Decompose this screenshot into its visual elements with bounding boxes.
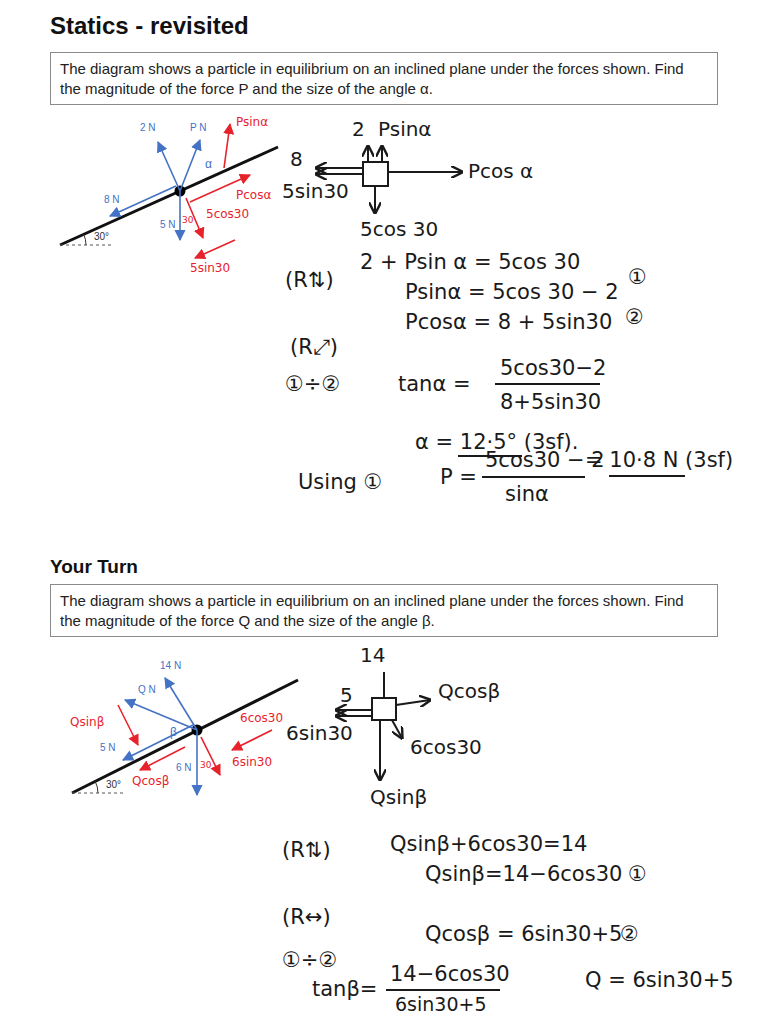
angle-label: 30° [94, 231, 109, 243]
working-text: Qcosβ [438, 680, 500, 703]
working-text: 14−6cos30 [390, 962, 510, 986]
working-text: tanα = [398, 372, 471, 396]
component-label: 5cos30 [206, 208, 249, 222]
working-marks [386, 384, 685, 990]
working-text: Qsinβ [370, 786, 427, 809]
force-label: 14 N [160, 660, 181, 672]
component-label: 6sin30 [232, 756, 272, 770]
page-title: Statics - revisited [50, 12, 249, 40]
force-label: P N [190, 122, 207, 134]
force-arrows [110, 140, 200, 240]
component-label: Psinα [236, 116, 268, 130]
angle-label: 30° [106, 779, 121, 791]
working-text: (R⇅) [285, 268, 334, 292]
component-label: Pcosα [236, 189, 271, 203]
force-label: 6 N [176, 762, 192, 774]
working-text: 2 [352, 118, 365, 141]
working-text: = 10·8 N (3sf) [585, 448, 733, 472]
working-text: ① [628, 265, 647, 289]
working-text: 5sin30 [282, 180, 349, 203]
force-label: 2 N [140, 122, 156, 134]
working-text: Qcosβ = 6sin30+5 [425, 922, 622, 946]
component-label: 6cos30 [240, 712, 283, 726]
section-heading: Your Turn [50, 556, 718, 578]
working-text: ① [628, 862, 647, 886]
force-label: 5 N [160, 219, 176, 231]
working-text: ①÷② [282, 948, 337, 972]
working-text: 6sin30 [286, 722, 353, 745]
component-label: 30 [182, 215, 193, 225]
working-text: Qsinβ=14−6cos30 [425, 862, 622, 886]
question-box: The diagram shows a particle in equilibr… [50, 52, 718, 105]
working-text: Q = 6sin30+5 [585, 968, 734, 992]
working-text: sinα [505, 482, 549, 506]
working-text: Using ① [298, 470, 382, 494]
question-box: Your TurnThe diagram shows a particle in… [50, 556, 718, 637]
working-text: 6cos30 [410, 736, 482, 759]
working-text: Psinα [378, 118, 432, 141]
working-text: tanβ= [312, 977, 377, 1001]
component-label: 30 [200, 760, 211, 770]
working-text: 5cos30−2 [500, 356, 606, 380]
question-text: The diagram shows a particle in equilibr… [50, 52, 718, 105]
component-label: Qsinβ [70, 716, 104, 730]
working-text: 8+5sin30 [500, 390, 601, 414]
working-text: 5 [340, 684, 353, 707]
working-text: (R↔) [282, 905, 331, 929]
working-text: ①÷② [285, 372, 340, 396]
force-label: 5 N [100, 742, 116, 754]
force-label: β [170, 726, 177, 740]
working-text: (R⇅) [282, 838, 331, 862]
working-text: Psinα = 5cos 30 − 2 [405, 280, 619, 304]
working-text: 2 + Psin α = 5cos 30 [360, 250, 580, 274]
working-text: ② [620, 922, 639, 946]
working-text: 5cos 30 [360, 218, 438, 241]
force-label: 8 N [104, 194, 120, 206]
working-text: Qsinβ+6cos30=14 [390, 832, 587, 856]
force-label: Q N [138, 684, 156, 696]
working-text: 14 [360, 644, 385, 667]
question-text: The diagram shows a particle in equilibr… [50, 584, 718, 637]
working-text: (R⤢) [290, 335, 338, 359]
working-text: Pcosα = 8 + 5sin30 [405, 310, 612, 334]
working-text: ② [625, 305, 644, 329]
working-text: 8 [290, 148, 303, 171]
inclined-plane [60, 147, 278, 245]
working-text: 6sin30+5 [395, 994, 487, 1016]
force-label: α [205, 158, 212, 172]
component-label: 5sin30 [190, 262, 230, 276]
component-label: Qcosβ [132, 775, 169, 789]
working-text: P = [440, 465, 477, 489]
working-text: Pcos α [468, 160, 533, 183]
inclined-plane [72, 680, 298, 793]
